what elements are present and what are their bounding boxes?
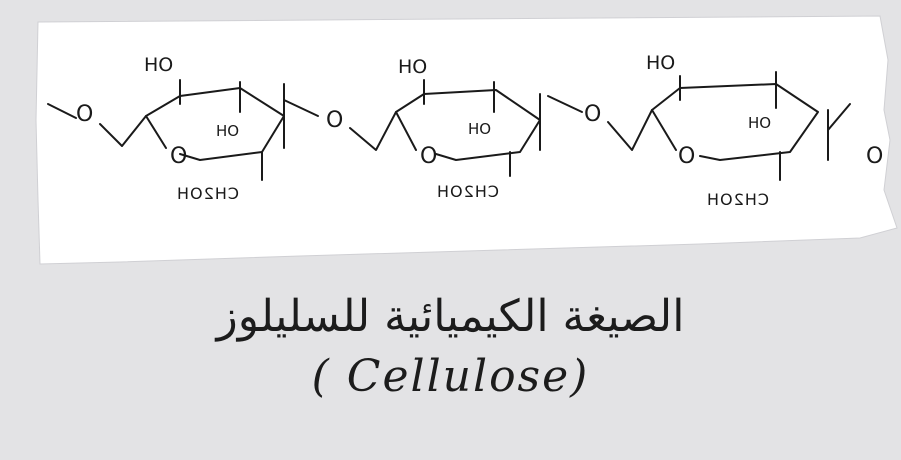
ring-oxygen-2: O <box>420 144 438 169</box>
ch2oh-label-2: CH2OH <box>436 182 500 201</box>
ring-oxygen-1: O <box>170 144 188 169</box>
linkage-oxygen-1: O <box>76 102 94 127</box>
ring-1 <box>145 87 285 161</box>
ho-top-label-1: HO <box>144 54 174 76</box>
linkage-oxygen-4: O <box>866 144 884 169</box>
bond-link-2c <box>349 111 397 151</box>
bond-link-3c <box>607 109 653 151</box>
ho-inner-label-2: HO <box>468 120 492 138</box>
ho-inner-label-3: HO <box>748 114 772 132</box>
bond-right-b <box>827 103 851 131</box>
linkage-oxygen-2: O <box>326 108 344 133</box>
bond-link-3b <box>547 95 583 113</box>
linkage-oxygen-3: O <box>584 102 602 127</box>
ho-top-label-3: HO <box>646 52 676 74</box>
bond-link-1 <box>99 115 147 147</box>
caption-english: ( Cellulose) <box>311 351 590 402</box>
ch2oh-label-1: CH2OH <box>176 184 240 203</box>
caption-arabic: الصيغة الكيميائية للسليلوز <box>216 291 685 342</box>
ho-top-label-2: HO <box>398 56 428 78</box>
ring-oxygen-3: O <box>678 144 696 169</box>
ho-inner-label-1: HO <box>216 122 240 140</box>
ch2oh-label-3: CH2OH <box>706 190 770 209</box>
ring-3 <box>651 83 819 161</box>
bond-link-2b <box>283 99 319 117</box>
bond-terminal-left <box>47 103 77 119</box>
